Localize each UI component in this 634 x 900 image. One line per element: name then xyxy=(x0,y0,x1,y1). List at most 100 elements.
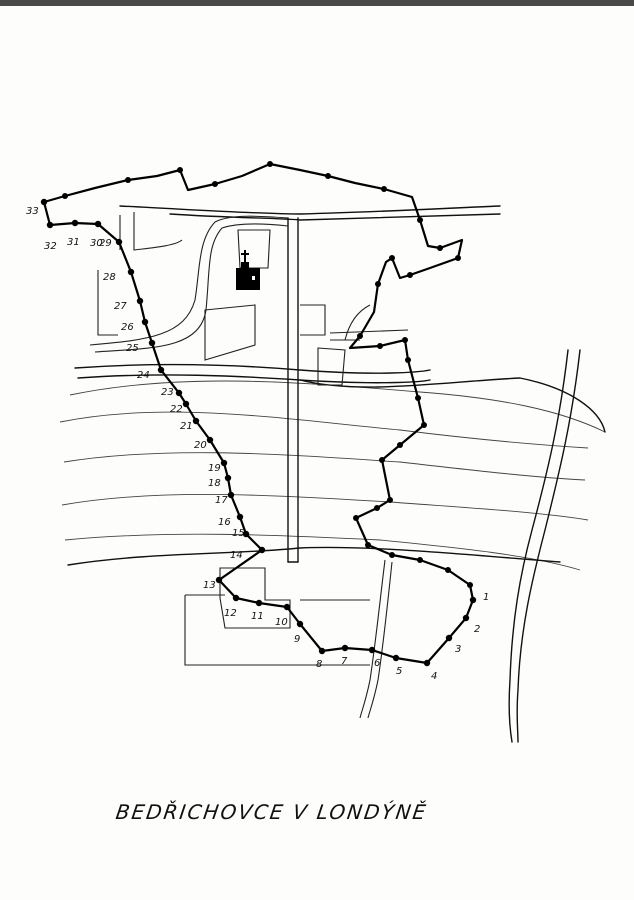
route-point-17 xyxy=(227,491,235,499)
route-loop-dot xyxy=(177,167,183,173)
route-loop-dot xyxy=(374,505,380,511)
route-point-label-32: 32 xyxy=(44,241,57,252)
route-point-label-22: 22 xyxy=(170,404,183,415)
route-loop-dot xyxy=(387,497,393,503)
route-point-label-26: 26 xyxy=(121,322,134,333)
route-loop-dot xyxy=(357,333,363,339)
route-point-labels: 1234567891011121314151617181920212223242… xyxy=(26,206,489,682)
route-loop-dot xyxy=(405,357,411,363)
route-point-23 xyxy=(175,389,183,397)
route-point-20 xyxy=(206,436,214,444)
river-lines xyxy=(59,380,606,571)
route-loop-dot xyxy=(421,422,427,428)
route-loop-dot xyxy=(125,177,131,183)
route-loop-dot xyxy=(445,567,451,573)
route-point-28 xyxy=(127,268,135,276)
route-loop-dot xyxy=(377,343,383,349)
route-point-18 xyxy=(224,474,232,482)
route-point-label-24: 24 xyxy=(137,370,150,381)
route-point-label-25: 25 xyxy=(126,343,139,354)
route-point-22 xyxy=(182,400,190,408)
route-point-29 xyxy=(115,238,123,246)
main-street xyxy=(287,217,299,563)
route-loop-dot xyxy=(325,173,331,179)
route-point-label-2: 2 xyxy=(474,624,480,635)
route-point-16 xyxy=(236,513,244,521)
route-loop-dot xyxy=(417,217,423,223)
route-loop-dot xyxy=(455,255,461,261)
route-point-25 xyxy=(148,339,156,347)
route-point-label-10: 10 xyxy=(275,617,288,628)
route-point-32 xyxy=(46,221,54,229)
river-road xyxy=(74,363,606,433)
route-point-30 xyxy=(94,220,102,228)
route-loop-dot xyxy=(353,515,359,521)
route-dots xyxy=(40,161,477,667)
route-loop-dot xyxy=(397,442,403,448)
route-loop-dot xyxy=(417,557,423,563)
scan-top-edge xyxy=(0,0,634,6)
route-loop-dot xyxy=(407,272,413,278)
curved-road xyxy=(89,212,289,353)
route-point-label-16: 16 xyxy=(218,517,231,528)
route-point-11 xyxy=(255,599,263,607)
route-point-label-33: 33 xyxy=(26,206,39,217)
route-point-13 xyxy=(215,576,223,584)
route-loop-dot xyxy=(402,337,408,343)
building-plots xyxy=(184,567,370,666)
route-loop-dot xyxy=(381,186,387,192)
route-loop-dot xyxy=(212,181,218,187)
route-point-7 xyxy=(341,644,349,652)
map-title: BEDŘICHOVCE V LONDÝNĚ xyxy=(114,800,430,824)
route-point-label-30: 30 xyxy=(90,238,103,249)
city-blocks xyxy=(204,229,409,386)
route-point-33 xyxy=(40,198,48,206)
route-loop-dot xyxy=(379,457,385,463)
route-point-label-20: 20 xyxy=(194,440,207,451)
route-point-label-14: 14 xyxy=(230,550,243,561)
route-point-label-1: 1 xyxy=(483,592,489,603)
route-point-label-8: 8 xyxy=(316,659,322,670)
route-point-19 xyxy=(220,459,228,467)
route-loop-dot xyxy=(415,395,421,401)
railway-lines xyxy=(359,349,581,743)
route-point-label-5: 5 xyxy=(396,666,402,677)
route-point-label-23: 23 xyxy=(161,387,174,398)
route-point-label-18: 18 xyxy=(208,478,221,489)
route-point-14 xyxy=(258,546,266,554)
route-point-3 xyxy=(445,634,453,642)
route-point-5 xyxy=(392,654,400,662)
route-point-label-29: 29 xyxy=(99,238,112,249)
route-point-label-28: 28 xyxy=(103,272,116,283)
route-point-label-31: 31 xyxy=(67,237,80,248)
route-point-21 xyxy=(192,417,200,425)
route-point-10 xyxy=(283,603,291,611)
route-point-8 xyxy=(318,647,326,655)
route-loop-dot xyxy=(389,552,395,558)
route-point-9 xyxy=(296,620,304,628)
route-loop-dot xyxy=(389,255,395,261)
route-point-27 xyxy=(136,297,144,305)
top-street xyxy=(119,205,501,221)
route-point-label-3: 3 xyxy=(455,644,461,655)
route-point-label-19: 19 xyxy=(208,463,221,474)
route-loop-dot xyxy=(267,161,273,167)
route-point-31 xyxy=(71,219,79,227)
route-point-12 xyxy=(232,594,240,602)
route-point-1 xyxy=(469,596,477,604)
route-point-label-17: 17 xyxy=(215,495,228,506)
route-point-label-7: 7 xyxy=(341,656,348,667)
route-loop-dot xyxy=(62,193,68,199)
route-loop-dot xyxy=(467,582,473,588)
route-point-label-11: 11 xyxy=(251,611,264,622)
route-point-2 xyxy=(462,614,470,622)
route-point-26 xyxy=(141,318,149,326)
route-point-label-6: 6 xyxy=(374,658,380,669)
route-point-label-27: 27 xyxy=(114,301,127,312)
route-point-label-12: 12 xyxy=(224,608,237,619)
route-point-24 xyxy=(157,366,165,374)
route-point-6 xyxy=(368,646,376,654)
route-loop-dot xyxy=(437,245,443,251)
